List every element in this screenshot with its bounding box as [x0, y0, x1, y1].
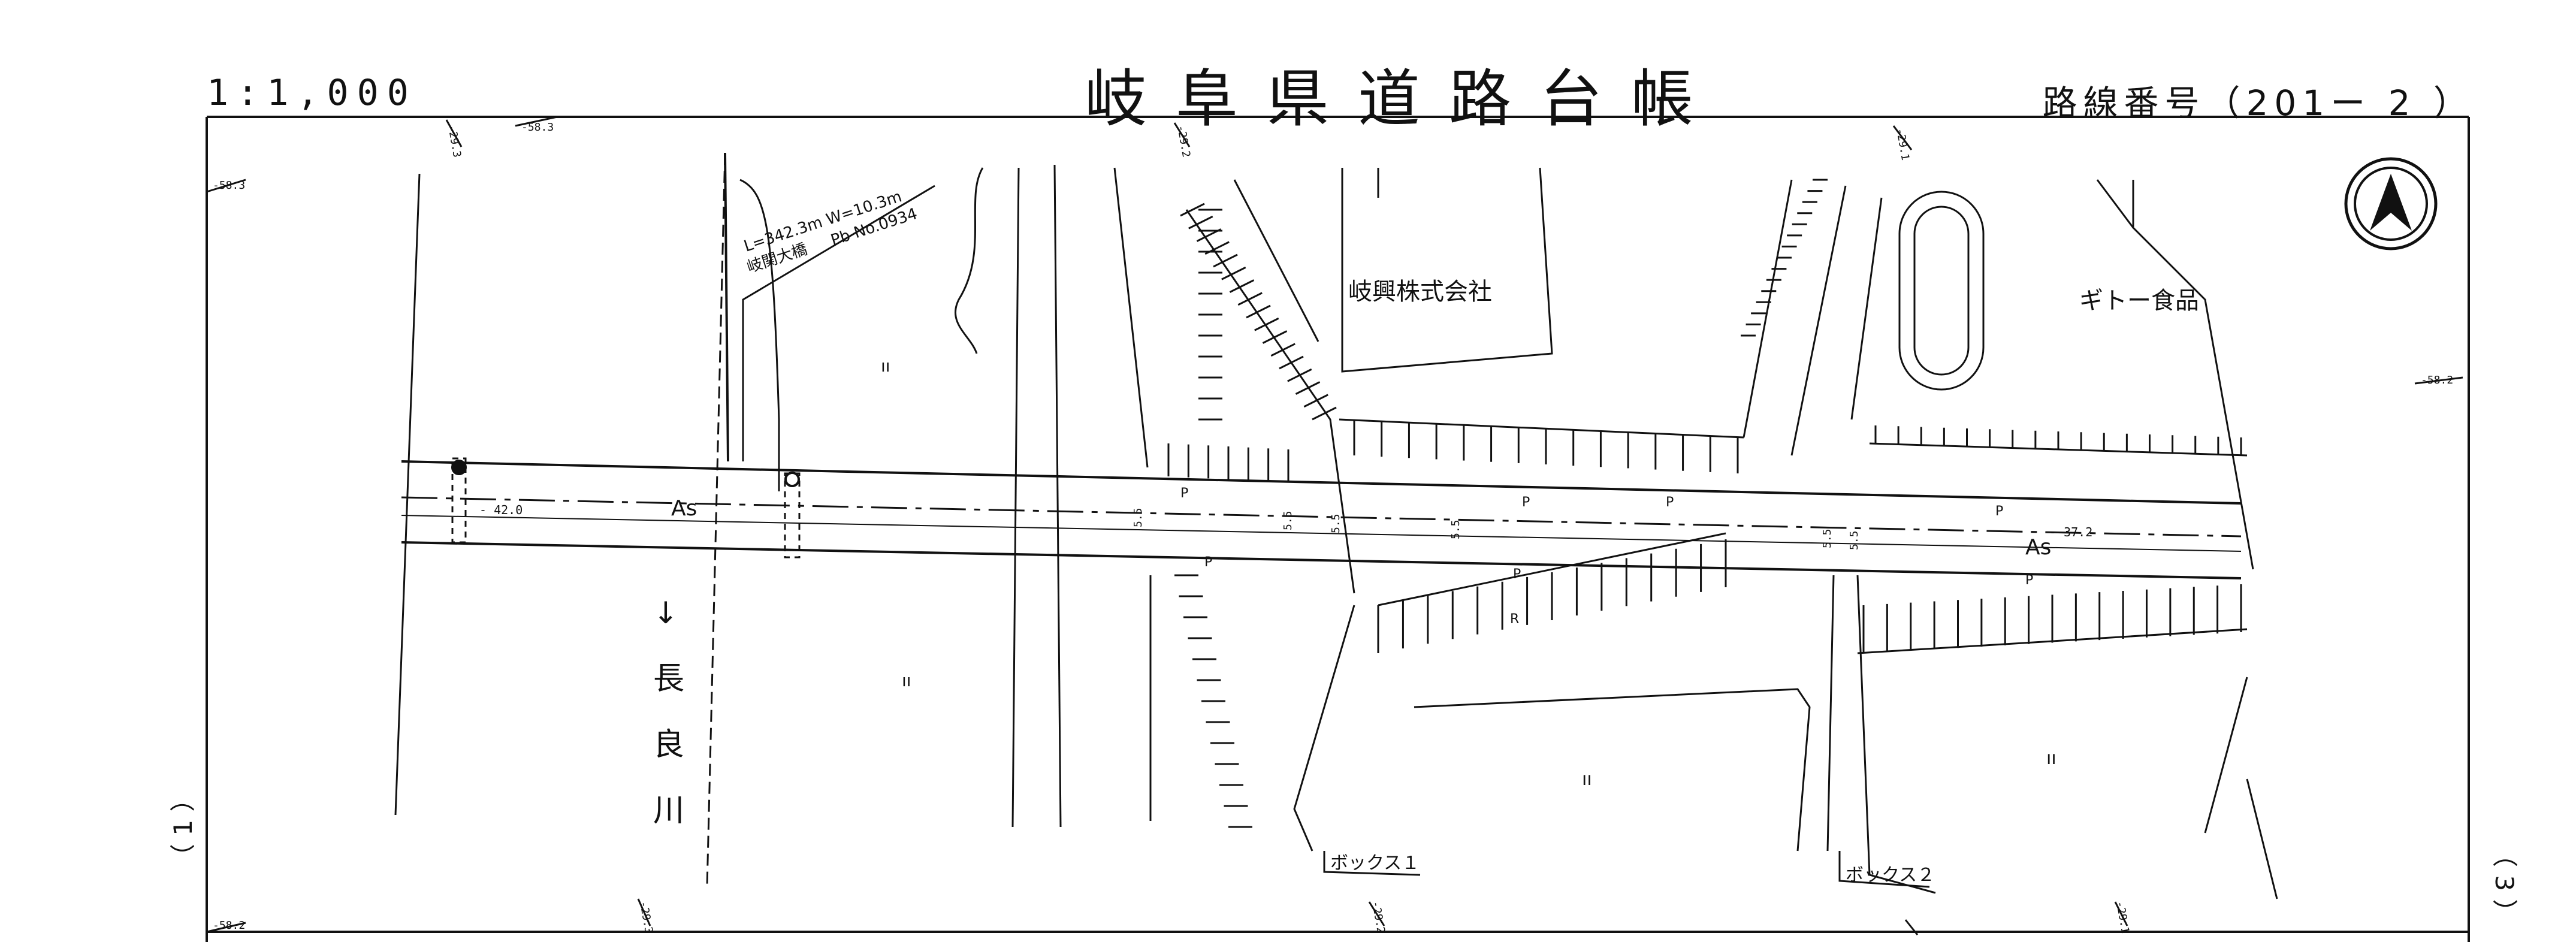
- grid-value: -29.2: [1174, 124, 1192, 158]
- building-block-1: [1341, 167, 1553, 373]
- box-culvert-2-label: ボックス２: [1846, 865, 1935, 886]
- grid-value: -58.2: [2421, 374, 2453, 387]
- grid-value: -29.3: [445, 124, 463, 158]
- road-width-3: 5.5: [1330, 514, 1342, 533]
- pavement-as-left: As: [671, 496, 697, 521]
- road-width-1: 5.5: [1132, 508, 1144, 527]
- grid-value: -29.1: [1894, 127, 1911, 161]
- road-width-2: 5.5: [1282, 511, 1294, 530]
- map-scale: 1:1,000: [207, 72, 417, 114]
- grid-value: -58.3: [213, 179, 245, 192]
- leader-lines: [742, 185, 1930, 888]
- elevation-right: - 37.2: [2049, 525, 2092, 539]
- page-title: 岐阜県道路台帳: [1085, 62, 1723, 135]
- grid-ticks: [206, 116, 2463, 935]
- grid-value: -58.3: [521, 121, 554, 134]
- slope-hatching: [1167, 179, 2242, 828]
- pole-mark: R: [1510, 612, 1519, 627]
- pole-mark: P: [1522, 495, 1530, 510]
- grid-value: -29.1: [2113, 900, 2131, 934]
- land-mark: ıı: [881, 356, 890, 376]
- land-mark: ıı: [902, 671, 911, 690]
- grid-value: -29.3: [637, 900, 655, 934]
- river-flow-arrow: ↓: [653, 596, 678, 630]
- pole-mark: P: [1204, 555, 1212, 570]
- company-label-gikou: 岐興株式会社: [1348, 278, 1492, 306]
- elevation-left: - 42.0: [479, 503, 523, 517]
- map-frame: [206, 116, 2470, 942]
- bridge: [451, 152, 801, 887]
- land-mark: ıı: [1582, 769, 1592, 790]
- grid-value: -29.2: [1369, 900, 1387, 934]
- prev-sheet-ref[interactable]: （ 1 ）: [168, 787, 198, 869]
- river-name-char-1: 長: [653, 661, 684, 697]
- pole-mark: P: [1180, 486, 1188, 501]
- road-width-6: 5.5: [1848, 530, 1861, 550]
- pole-mark: P: [1666, 495, 1674, 510]
- building-block-2: [1898, 179, 2254, 570]
- grid-value: -58.2: [213, 919, 245, 932]
- river-name-char-2: 良: [653, 727, 684, 763]
- company-label-gitoh: ギトー食品: [2079, 287, 2199, 315]
- road-width-4: 5.5: [1449, 520, 1462, 539]
- box-culvert-1-label: ボックス１: [1330, 853, 1420, 874]
- main-road: [401, 460, 2242, 579]
- pavement-as-right: As: [2025, 535, 2051, 560]
- river-name-char-3: 川: [653, 793, 684, 829]
- pole-mark: P: [1995, 504, 2003, 519]
- river-bank: [394, 164, 1152, 828]
- road-width-5: 5.5: [1821, 529, 1834, 548]
- land-mark: ıı: [2046, 748, 2056, 769]
- next-sheet-ref[interactable]: （ 3 ）: [2490, 842, 2519, 924]
- pole-mark: P: [1513, 567, 1521, 582]
- pole-mark: P: [2025, 573, 2033, 588]
- north-arrow-icon: [2344, 157, 2438, 250]
